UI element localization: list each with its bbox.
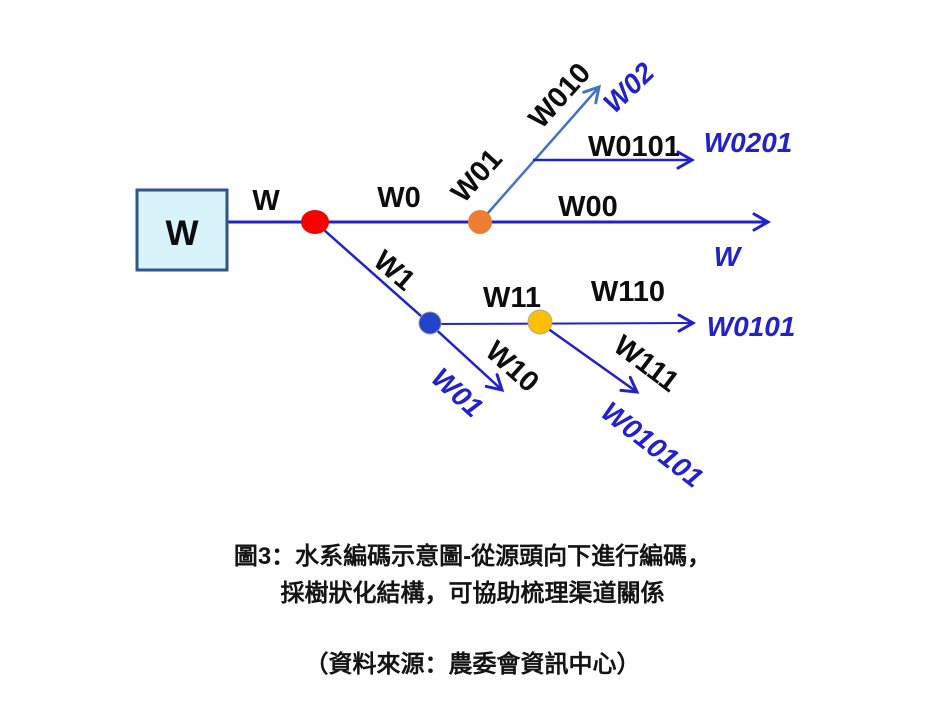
label-w111: W111	[607, 329, 684, 398]
label-blue-w0101: W0101	[707, 311, 796, 342]
label-w1: W1	[367, 245, 421, 298]
caption-source: （資料來源：農委會資訊中心）	[304, 651, 641, 678]
label-w010: W010	[523, 57, 597, 135]
label-blue-w0201: W0201	[704, 127, 793, 158]
label-w0: W0	[377, 182, 421, 214]
source-box-label: W	[165, 214, 198, 253]
label-w0101: W0101	[588, 131, 680, 163]
label-blue-w-main: W	[714, 241, 743, 272]
node-blue	[418, 311, 442, 335]
node-orange	[468, 210, 492, 234]
caption-line-2: 採樹狀化結構，可協助梳理渠道關係	[280, 580, 665, 607]
label-w00: W00	[558, 191, 618, 223]
caption-line-1: 圖3：水系編碼示意圖-從源頭向下進行編碼，	[233, 543, 712, 570]
tree-diagram: W W W0 W00 W0101 W11 W110 W01 W010 W1 W1…	[135, 56, 796, 494]
label-w: W	[252, 185, 280, 217]
source-box	[135, 188, 229, 272]
label-blue-w010101: W010101	[596, 395, 710, 493]
node-yellow	[527, 309, 553, 335]
lower-horizontal-line	[429, 313, 697, 333]
upper-diagonal-line	[479, 84, 601, 223]
label-blue-w02: W02	[597, 56, 660, 119]
figure-caption: 圖3：水系編碼示意圖-從源頭向下進行編碼， 採樹狀化結構，可協助梳理渠道關係 （…	[0, 538, 945, 683]
label-w110: W110	[591, 276, 665, 308]
w111-diagonal-line	[539, 321, 640, 394]
w10-diagonal-line	[429, 323, 505, 393]
label-w11: W11	[483, 282, 541, 314]
label-w10: W10	[479, 335, 545, 399]
w1-diagonal-line	[314, 221, 431, 325]
node-red	[301, 210, 329, 234]
